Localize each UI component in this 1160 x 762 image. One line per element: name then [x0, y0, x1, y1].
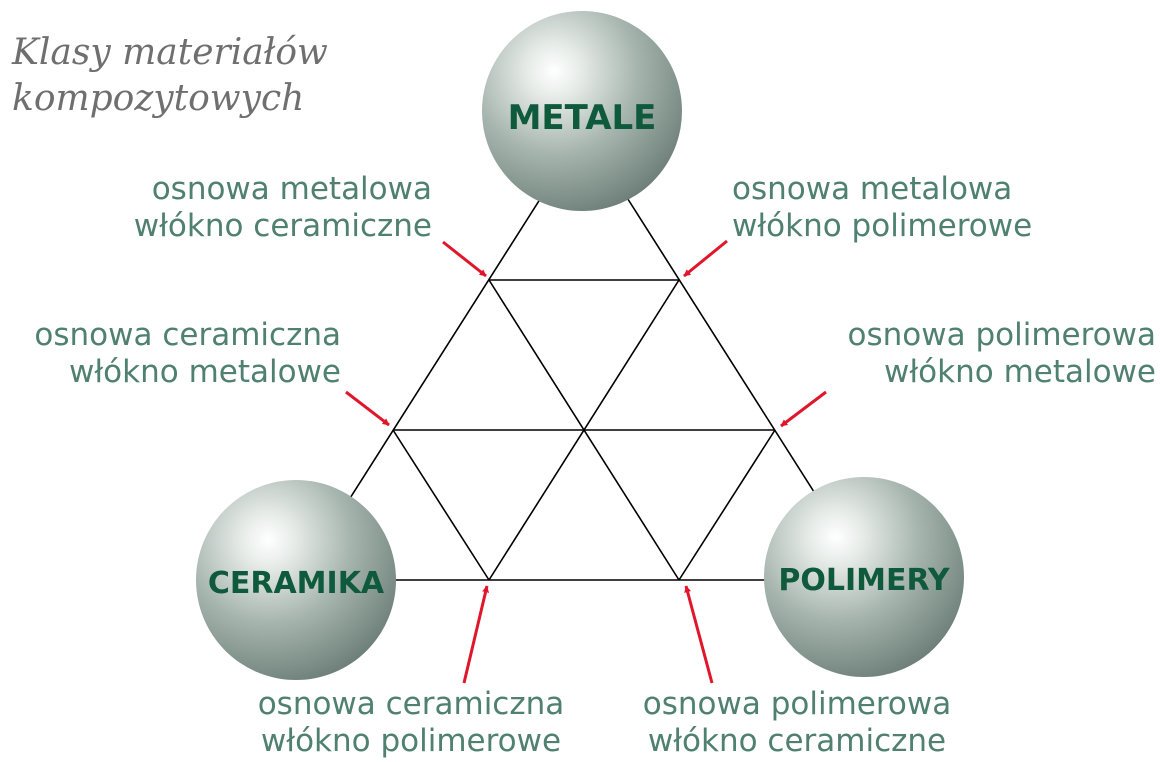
title-line-2: kompozytowych	[12, 78, 305, 119]
label-bottom-right-line2: włókno ceramiczne	[647, 723, 947, 759]
label-bottom-left-line2: włókno polimerowe	[260, 723, 562, 759]
label-top-left: osnowa metalowa włókno ceramiczne	[134, 171, 432, 245]
label-top-right-line1: osnowa metalowa	[732, 171, 1013, 207]
arrow-bottom-right	[684, 585, 714, 684]
sphere-ceramika: CERAMIKA	[196, 480, 396, 680]
label-bottom-left: osnowa ceramiczna włókno polimerowe	[226, 686, 596, 760]
sphere-metale: METALE	[482, 11, 682, 211]
title-line-1: Klasy materiałów	[12, 32, 328, 73]
label-top-right-line2: włókno polimerowe	[732, 208, 1033, 244]
diagram-title: Klasy materiałów kompozytowych	[12, 30, 328, 122]
label-bottom-left-line1: osnowa ceramiczna	[257, 686, 565, 722]
label-top-left-line1: osnowa metalowa	[151, 171, 432, 207]
label-mid-left-line1: osnowa ceramiczna	[34, 317, 341, 353]
sphere-label-metale: METALE	[508, 98, 657, 138]
arrow-mid-right	[780, 390, 827, 428]
sphere-label-ceramika: CERAMIKA	[208, 566, 385, 601]
label-mid-left-line2: włókno metalowe	[69, 354, 341, 390]
label-mid-right-line1: osnowa polimerowa	[847, 317, 1156, 353]
label-mid-right: osnowa polimerowa włókno metalowe	[848, 317, 1156, 391]
arrow-bottom-left	[462, 585, 489, 684]
label-top-left-line2: włókno ceramiczne	[133, 208, 432, 244]
arrow-top-right	[683, 239, 728, 278]
grid-diag-3	[392, 429, 490, 581]
arrow-top-left	[442, 240, 487, 278]
sphere-label-polimery: POLIMERY	[778, 563, 951, 598]
label-bottom-right: osnowa polimerowa włókno ceramiczne	[612, 686, 982, 760]
label-top-right: osnowa metalowa włókno polimerowe	[732, 171, 1032, 245]
label-mid-right-line2: włókno metalowe	[884, 354, 1156, 390]
pointer-arrows	[345, 239, 827, 684]
triangle-grid	[297, 129, 871, 581]
grid-diag-4	[678, 429, 776, 581]
label-mid-left: osnowa ceramiczna włókno metalowe	[34, 317, 341, 391]
sphere-polimery: POLIMERY	[764, 477, 964, 677]
arrow-mid-left	[345, 390, 390, 427]
label-bottom-right-line1: osnowa polimerowa	[642, 686, 952, 722]
grid-diag-2	[488, 279, 680, 581]
